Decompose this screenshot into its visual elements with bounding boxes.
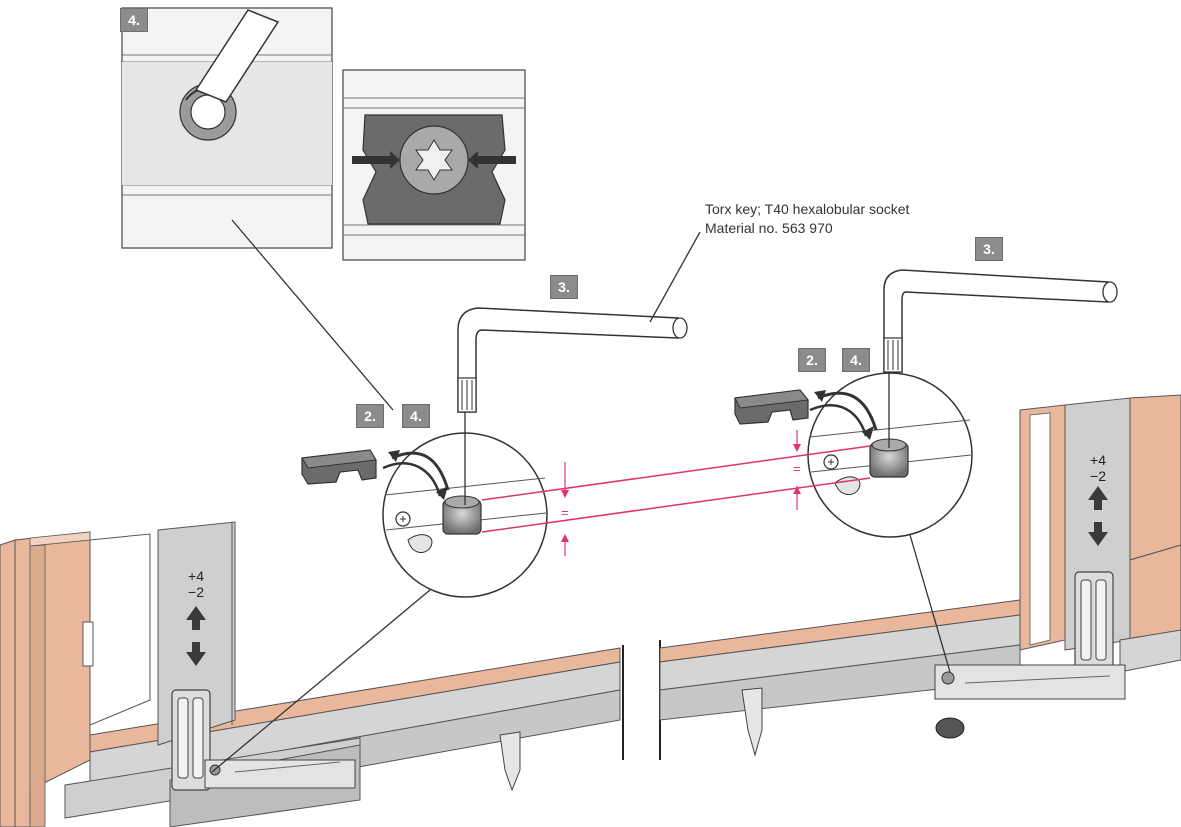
equal-mark-left: =: [561, 505, 569, 520]
arrow-left-icon: [468, 151, 516, 169]
callout-torx-key: Torx key; T40 hexalobular socket Materia…: [705, 200, 909, 238]
step-badge-left-key: 3.: [550, 275, 578, 299]
left-adjust-down-label: −2: [188, 584, 204, 600]
step-badge-left-clip: 2.: [356, 404, 384, 428]
left-adjust-up-label: +4: [188, 568, 204, 584]
left-adjust-arrows: [186, 606, 206, 666]
curved-arrow-icon: [391, 451, 450, 491]
step-badge-inset: 4.: [120, 8, 148, 32]
right-adjust-up-label: +4: [1090, 452, 1106, 468]
leader-inset-to-left-circle: [231, 219, 394, 411]
arrow-down-icon: [186, 642, 206, 666]
alignment-guides: [481, 430, 871, 556]
left-clip-piece: [301, 449, 377, 485]
detail-inset-clip: [342, 69, 526, 261]
step-badge-right-key: 3.: [975, 237, 1003, 261]
arrow-up-icon: [1088, 486, 1108, 510]
equal-mark-right: =: [793, 461, 801, 476]
torx-key-icon: [883, 269, 1118, 373]
torx-key-icon: [457, 307, 688, 413]
left-detail-circle: [382, 410, 548, 598]
left-roller-carriage: [171, 689, 356, 791]
leader-right-circle-to-carriage: [909, 534, 951, 673]
left-rail-keeper: [499, 731, 521, 792]
step-badge-right-turn: 4.: [842, 348, 870, 372]
left-window-frame: [0, 521, 621, 827]
right-adjust-down-label: −2: [1090, 468, 1106, 484]
curved-arrow-icon: [817, 391, 878, 431]
arrow-right-icon: [352, 151, 400, 169]
right-adjust-arrows: [1088, 486, 1108, 546]
leader-callout-to-key: [649, 231, 701, 323]
right-roller-carriage: [934, 571, 1126, 739]
detail-inset-tool: [121, 7, 333, 249]
arrow-up-icon: [186, 606, 206, 630]
right-clip-piece: [734, 389, 809, 425]
callout-line-1: Torx key; T40 hexalobular socket: [705, 201, 910, 217]
step-badge-right-clip: 2.: [798, 348, 826, 372]
right-rail-keeper: [741, 687, 763, 757]
callout-line-2: Material no. 563 970: [705, 220, 833, 236]
arrow-down-icon: [1088, 522, 1108, 546]
step-badge-left-turn: 4.: [402, 404, 430, 428]
leader-left-circle-to-carriage: [211, 589, 431, 773]
